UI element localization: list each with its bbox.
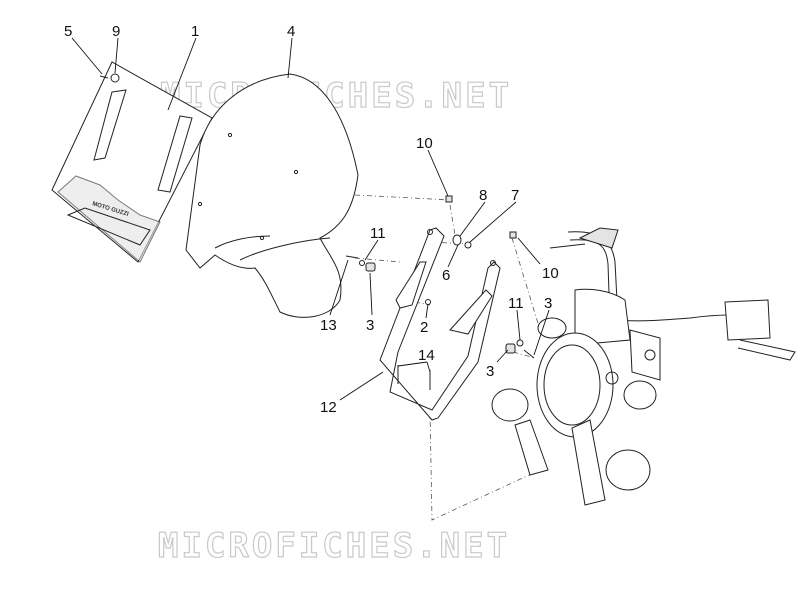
callout-numbers: 5 9 1 4 10 8 7 11 6 10 13 3 2 11 3 14 3 … (64, 23, 559, 416)
callout-7: 7 (511, 187, 519, 204)
screw-right (523, 349, 535, 359)
callout-3-left: 3 (366, 317, 374, 334)
callout-13: 13 (320, 317, 337, 334)
callout-3-right: 3 (544, 295, 552, 312)
washer-part-8 (452, 234, 462, 246)
callout-2: 2 (420, 319, 428, 336)
watermark-bottom: MICROFICHES.NET (158, 526, 510, 566)
motorcycle-front-assembly (491, 227, 796, 506)
callout-8: 8 (479, 187, 487, 204)
screw-part-13 (345, 255, 359, 259)
callout-14: 14 (418, 347, 435, 364)
screws-part-14 (397, 365, 431, 390)
callout-3-bottom: 3 (486, 363, 494, 380)
callout-6: 6 (442, 267, 450, 284)
washer-part-11a (359, 260, 365, 266)
part-2 (425, 299, 431, 305)
screw-part-10a (445, 195, 453, 203)
leader-lines (71, 37, 550, 401)
callout-10-right: 10 (542, 265, 559, 282)
windscreen-part-4 (185, 73, 359, 318)
callout-4: 4 (287, 23, 295, 40)
callout-11-right: 11 (508, 295, 524, 312)
mounting-frame-part-12 (379, 227, 501, 421)
assembly-lines (114, 79, 541, 521)
hardware-parts (99, 73, 535, 390)
callout-10-top: 10 (416, 135, 433, 152)
callout-9: 9 (112, 23, 120, 40)
spacer-part-3b (505, 343, 516, 354)
washer-part-11b (516, 339, 524, 347)
deflector-panel-part-1: MOTO GUZZI (51, 61, 213, 263)
nut-part-7 (464, 241, 472, 249)
spacer-part-3a (365, 262, 376, 272)
callout-11-left: 11 (370, 225, 386, 242)
screw-part-10b (509, 231, 517, 239)
nut-part-9 (110, 73, 120, 83)
callout-5: 5 (64, 23, 72, 40)
screw-part-5 (99, 75, 109, 79)
callout-1: 1 (191, 23, 199, 40)
callout-12: 12 (320, 399, 337, 416)
